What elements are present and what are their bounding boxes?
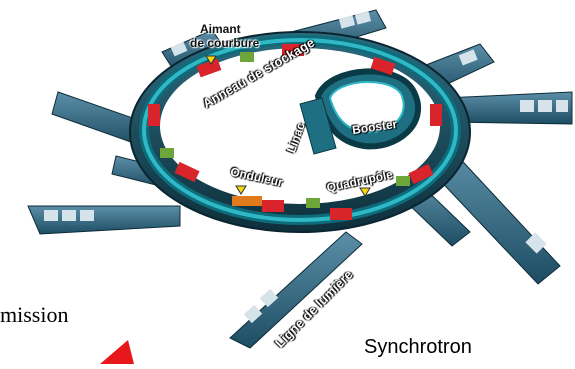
red-arrow-icon	[100, 340, 134, 364]
undulator	[232, 196, 262, 206]
beamline-right-window-1	[520, 100, 534, 112]
quadrupole-magnet	[396, 176, 410, 186]
dipole-magnet	[262, 200, 284, 212]
label-aimant-line1: Aimant	[200, 22, 241, 36]
label-synchrotron: Synchrotron	[364, 336, 472, 359]
beamline-left-window-3	[80, 210, 94, 221]
beamline-right-window-3	[556, 100, 568, 112]
dipole-magnet	[430, 104, 442, 126]
label-aimant-line2: de courbure	[190, 36, 259, 50]
quadrupole-magnet	[240, 52, 254, 62]
label-emission: mission	[0, 302, 68, 328]
beamline-left-window-2	[62, 210, 76, 221]
dipole-magnet	[330, 208, 352, 220]
beamline-right-window-2	[538, 100, 552, 112]
quadrupole-magnet	[306, 198, 320, 208]
dipole-magnet	[148, 104, 160, 126]
quadrupole-magnet	[160, 148, 174, 158]
beamline-left-window-1	[44, 210, 58, 221]
